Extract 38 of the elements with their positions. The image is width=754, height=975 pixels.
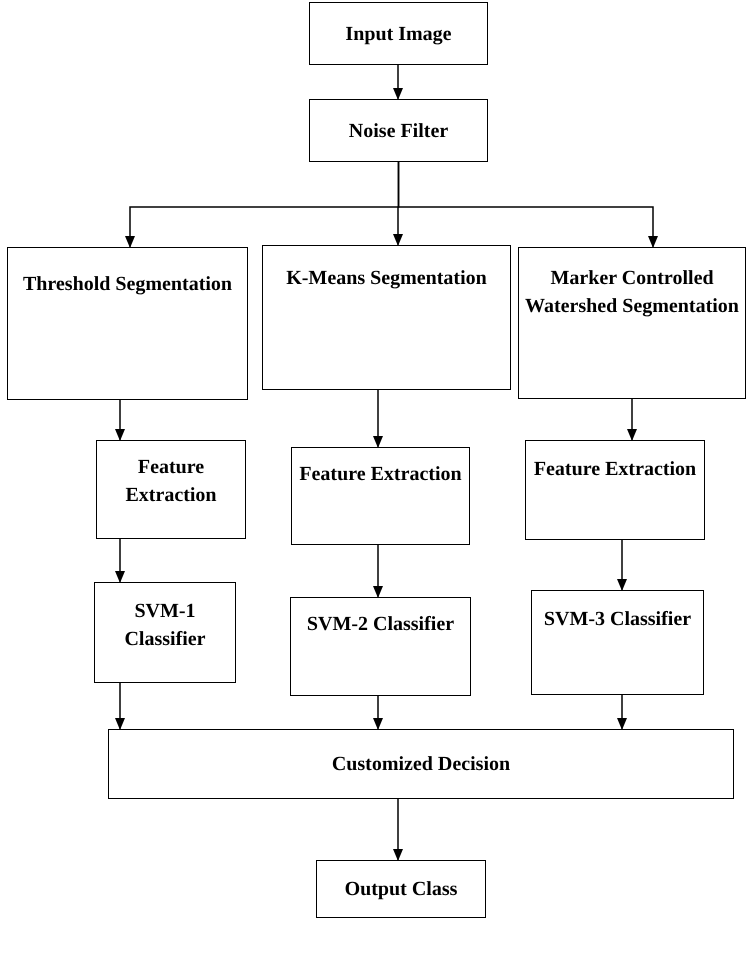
arrow (617, 695, 627, 730)
arrow (115, 683, 125, 730)
arrow (373, 390, 383, 448)
arrow (393, 799, 403, 861)
process-box (94, 582, 236, 683)
box-label: Customized Decision (332, 752, 510, 777)
arrow (115, 400, 125, 441)
box-label: Marker Controlled Watershed Segmentation (524, 266, 740, 319)
box-label: SVM-3 Classifier (544, 607, 692, 632)
arrow (393, 65, 403, 100)
arrow (373, 545, 383, 598)
arrow (627, 399, 637, 441)
arrow (398, 162, 658, 248)
process-box (7, 247, 248, 400)
process-box (518, 247, 746, 399)
box-label: Threshold Segmentation (22, 272, 232, 297)
process-box (96, 440, 246, 539)
process-box (316, 860, 486, 918)
arrow (373, 696, 383, 730)
arrow (115, 539, 125, 583)
box-label: K-Means Segmentation (286, 266, 487, 291)
box-label: SVM-2 Classifier (306, 612, 454, 637)
box-label: Feature Extraction (124, 455, 218, 508)
process-box (525, 440, 705, 540)
process-box (309, 2, 488, 65)
process-box (290, 597, 471, 696)
process-box (309, 99, 488, 162)
process-box (291, 447, 470, 545)
box-label: Input Image (345, 22, 452, 46)
process-box (108, 729, 734, 799)
process-box (262, 245, 511, 390)
box-label: Feature Extraction (299, 462, 462, 487)
process-box (531, 590, 704, 695)
box-label: Feature Extraction (534, 457, 696, 482)
box-label: SVM-1 Classifier (123, 599, 207, 652)
box-label: Noise Filter (348, 118, 448, 144)
box-label: Output Class (344, 877, 458, 902)
arrow (617, 540, 627, 591)
